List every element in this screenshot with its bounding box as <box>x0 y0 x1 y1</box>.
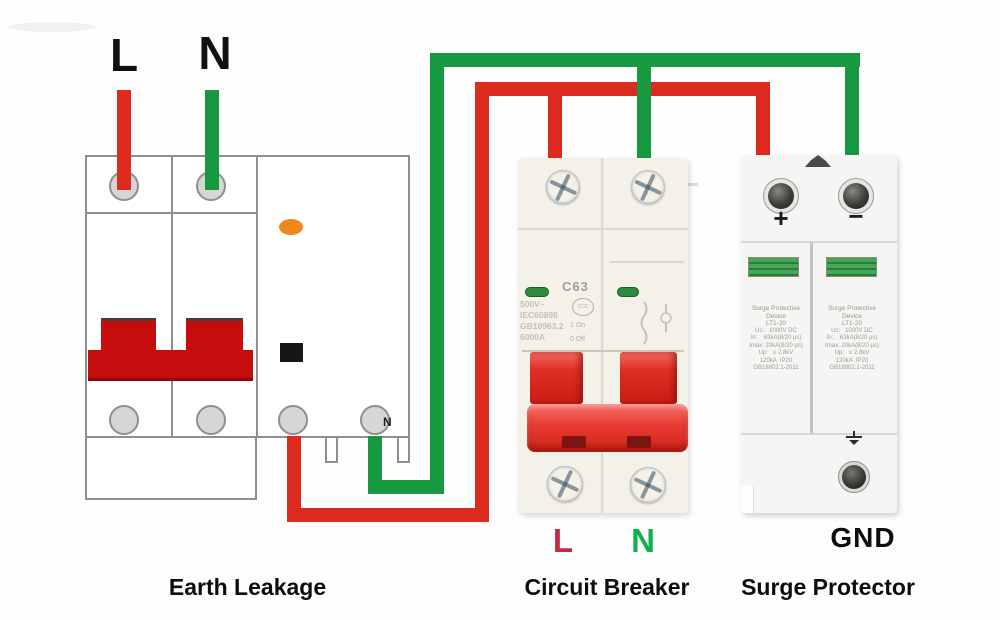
cb-bar-slot-right <box>627 436 651 448</box>
spd-status-window-right <box>826 257 877 277</box>
neutral-wire-breaker-branch <box>637 60 651 162</box>
live-wire-input-stub <box>117 90 131 190</box>
el-test-button[interactable] <box>280 343 303 362</box>
neutral-wire-input-stub <box>205 90 219 190</box>
neutral-wire-spd-stub <box>845 60 859 160</box>
cb-terminal-edge <box>518 228 688 230</box>
live-wire-riser <box>475 82 489 522</box>
live-wire-spd-stub <box>756 90 770 160</box>
el-lower-housing <box>85 436 257 500</box>
el-terminal-bottom-3 <box>278 405 308 435</box>
scan-artifact-dash <box>686 183 698 186</box>
neutral-wire-elbow <box>368 480 444 494</box>
spd-top-clip <box>805 155 831 167</box>
cb-pole-seam <box>601 158 604 513</box>
cb-screw-terminal-bottom-right[interactable] <box>630 467 666 503</box>
live-wire-top-run <box>475 82 770 96</box>
spd-section-line-bottom <box>741 433 897 435</box>
el-neutral-terminal-label: N <box>383 415 392 429</box>
cb-model-text: C63 <box>562 279 589 294</box>
live-wire-breaker-branch <box>548 90 562 162</box>
cb-face-groove <box>610 261 684 263</box>
el-indicator-led <box>279 219 303 235</box>
neutral-wire-el-down <box>368 436 382 494</box>
el-pole-divider <box>171 157 173 436</box>
spd-terminal-plus[interactable] <box>763 178 799 214</box>
live-wire-el-down <box>287 436 301 522</box>
caption-surge-protector: Surge Protector <box>741 574 915 600</box>
spd-terminal-minus[interactable] <box>838 178 874 214</box>
cb-toggle-left[interactable] <box>530 352 583 404</box>
cb-screw-terminal-top-right[interactable] <box>631 170 665 204</box>
input-live-label: L <box>109 29 139 81</box>
cb-bar-slot-left <box>562 436 586 448</box>
live-wire-bottom-run <box>287 508 489 522</box>
el-terminal-bottom-1 <box>109 405 139 435</box>
spd-module-seam <box>810 243 813 435</box>
cb-screw-terminal-top-left[interactable] <box>546 170 580 204</box>
spd-base-notch <box>741 485 754 513</box>
earth-leakage-device: N <box>85 155 410 438</box>
el-terminal-line <box>87 212 256 214</box>
scan-artifact <box>8 22 96 32</box>
cb-status-window-left <box>525 287 549 297</box>
el-terminal-bottom-4 <box>360 405 390 435</box>
cb-toggle-tie-bar[interactable] <box>527 404 688 452</box>
spd-plus-marking: + <box>773 203 789 233</box>
ground-label: GND <box>830 522 896 553</box>
spd-status-window-left <box>748 257 799 277</box>
cb-toggle-groove <box>522 350 684 352</box>
el-mount-foot-2 <box>397 438 410 463</box>
caption-earth-leakage: Earth Leakage <box>168 574 327 600</box>
input-neutral-label: N <box>198 27 232 79</box>
el-section-divider <box>256 157 258 436</box>
el-switch-handle-2[interactable] <box>186 318 243 352</box>
breaker-live-label: L <box>552 522 574 559</box>
cb-toggle-right[interactable] <box>620 352 677 404</box>
breaker-neutral-label: N <box>631 522 655 559</box>
el-switch-handle-1[interactable] <box>101 318 156 352</box>
cb-screw-terminal-bottom-left[interactable] <box>547 466 583 502</box>
cb-onoff-marking: 1 On 0 Off <box>570 322 586 343</box>
el-terminal-bottom-2 <box>196 405 226 435</box>
neutral-wire-riser <box>430 53 444 494</box>
spd-section-line-top <box>741 241 897 243</box>
spd-ground-terminal[interactable] <box>838 461 870 493</box>
el-mount-foot-1 <box>325 438 338 463</box>
cb-status-window-right <box>617 287 639 297</box>
spd-minus-marking: − <box>848 201 864 231</box>
el-switch-bar[interactable] <box>88 350 253 381</box>
cb-circuit-symbol <box>640 301 672 345</box>
ground-symbol-icon <box>846 431 862 445</box>
cb-cert-mark: CCC <box>572 298 594 316</box>
caption-circuit-breaker: Circuit Breaker <box>524 574 690 600</box>
